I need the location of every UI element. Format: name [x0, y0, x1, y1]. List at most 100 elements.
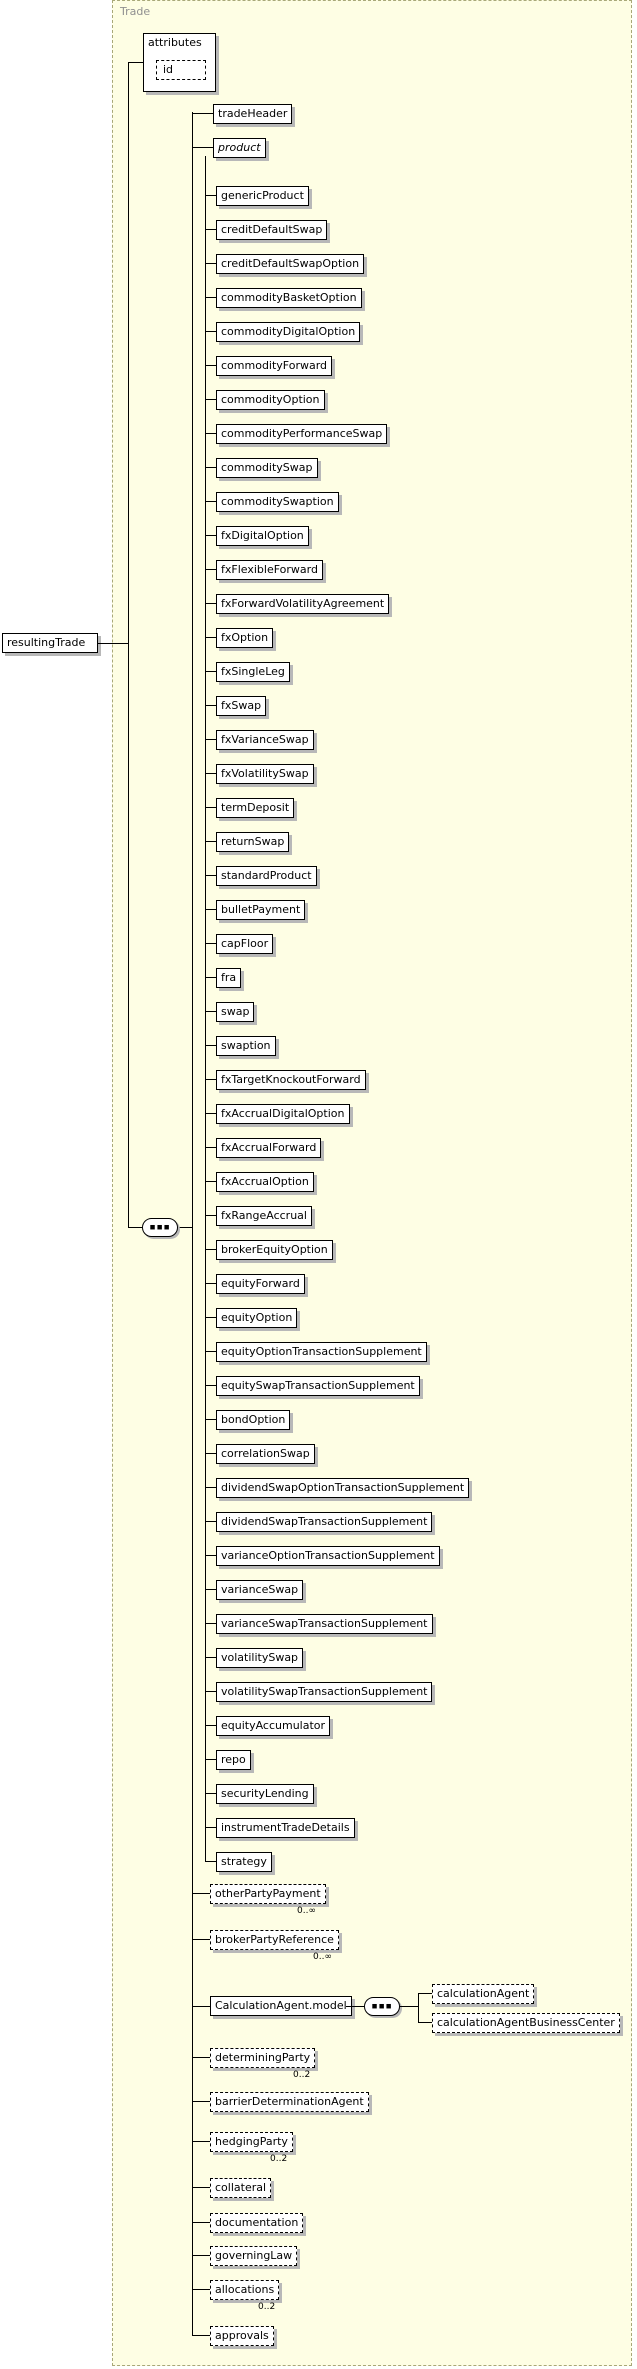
product-fx-swap-label: fxSwap	[221, 699, 262, 712]
element-collateral[interactable]: collateral	[210, 2178, 272, 2198]
product-commodity-digital-option[interactable]: commodityDigitalOption	[216, 322, 361, 342]
product-equity-option-transaction-supplement[interactable]: equityOptionTransactionSupplement	[216, 1342, 427, 1362]
product-cap-floor[interactable]: capFloor	[216, 934, 274, 954]
connector-to-product	[192, 147, 213, 148]
product-commodity-performance-swap[interactable]: commodityPerformanceSwap	[216, 424, 388, 444]
element-determining-party[interactable]: determiningParty	[210, 2048, 316, 2068]
product-fx-option[interactable]: fxOption	[216, 628, 274, 648]
product-fx-variance-swap[interactable]: fxVarianceSwap	[216, 730, 314, 750]
product-fx-single-leg[interactable]: fxSingleLeg	[216, 662, 290, 682]
product-return-swap[interactable]: returnSwap	[216, 832, 290, 852]
element-connector	[192, 2187, 210, 2188]
product-standard-product[interactable]: standardProduct	[216, 866, 317, 886]
product-fx-flexible-forward[interactable]: fxFlexibleForward	[216, 560, 323, 580]
product-variance-swap-transaction-supplement[interactable]: varianceSwapTransactionSupplement	[216, 1614, 433, 1634]
choice-calculation-agent[interactable]: calculationAgent	[432, 1984, 535, 2004]
element-determining-party-label: determiningParty	[215, 2051, 311, 2064]
product-variance-swap[interactable]: varianceSwap	[216, 1580, 304, 1600]
product-swap[interactable]: swap	[216, 1002, 255, 1022]
product-fx-digital-option[interactable]: fxDigitalOption	[216, 526, 309, 546]
product-security-lending[interactable]: securityLending	[216, 1784, 314, 1804]
product-equity-option-transaction-supplement-label: equityOptionTransactionSupplement	[221, 1345, 422, 1358]
product-instrument-trade-details[interactable]: instrumentTradeDetails	[216, 1818, 355, 1838]
product-fx-range-accrual[interactable]: fxRangeAccrual	[216, 1206, 312, 1226]
product-connector	[205, 1011, 216, 1012]
product-fra[interactable]: fra	[216, 968, 242, 988]
product-broker-equity-option[interactable]: brokerEquityOption	[216, 1240, 333, 1260]
product-connector	[205, 229, 216, 230]
product-commodity-basket-option[interactable]: commodityBasketOption	[216, 288, 362, 308]
product-repo[interactable]: repo	[216, 1750, 251, 1770]
element-governing-law[interactable]: governingLaw	[210, 2246, 298, 2266]
product-commodity-forward[interactable]: commodityForward	[216, 356, 333, 376]
calculation-agent-model-label: CalculationAgent.model	[215, 1999, 347, 2012]
element-hedging-party[interactable]: hedgingParty	[210, 2132, 293, 2152]
product-connector	[205, 569, 216, 570]
product-equity-swap-transaction-supplement[interactable]: equitySwapTransactionSupplement	[216, 1376, 420, 1396]
product-credit-default-swap-label: creditDefaultSwap	[221, 223, 323, 236]
product-connector	[205, 1487, 216, 1488]
product-fra-label: fra	[221, 971, 237, 984]
product-fx-target-knockout-forward[interactable]: fxTargetKnockoutForward	[216, 1070, 366, 1090]
product-credit-default-swap[interactable]: creditDefaultSwap	[216, 220, 328, 240]
product-bullet-payment[interactable]: bulletPayment	[216, 900, 306, 920]
product-commodity-swaption[interactable]: commoditySwaption	[216, 492, 339, 512]
product-credit-default-swap-option[interactable]: creditDefaultSwapOption	[216, 254, 365, 274]
root-element-resulting-trade[interactable]: resultingTrade	[2, 633, 98, 653]
product-fx-swap[interactable]: fxSwap	[216, 696, 267, 716]
product-fx-accrual-digital-option[interactable]: fxAccrualDigitalOption	[216, 1104, 350, 1124]
product-connector	[205, 535, 216, 536]
product-connector	[205, 501, 216, 502]
element-barrier-determination-agent[interactable]: barrierDeterminationAgent	[210, 2092, 369, 2112]
product-substitution-spine	[205, 156, 206, 1862]
product-commodity-swap[interactable]: commoditySwap	[216, 458, 318, 478]
product-fx-accrual-digital-option-label: fxAccrualDigitalOption	[221, 1107, 345, 1120]
product-fx-option-label: fxOption	[221, 631, 269, 644]
product-term-deposit[interactable]: termDeposit	[216, 798, 295, 818]
product-swaption[interactable]: swaption	[216, 1036, 276, 1056]
product-connector	[205, 1079, 216, 1080]
element-allocations[interactable]: allocations	[210, 2280, 280, 2300]
multiplicity-hedging-party: 0..2	[270, 2154, 288, 2164]
product-volatility-swap[interactable]: volatilitySwap	[216, 1648, 304, 1668]
product-commodity-performance-swap-label: commodityPerformanceSwap	[221, 427, 383, 440]
product-equity-forward[interactable]: equityForward	[216, 1274, 305, 1294]
element-approvals[interactable]: approvals	[210, 2326, 274, 2346]
product-connector	[205, 875, 216, 876]
product-dividend-swap-transaction-supplement-label: dividendSwapTransactionSupplement	[221, 1515, 428, 1528]
element-other-party-payment[interactable]: otherPartyPayment	[210, 1884, 326, 1904]
attribute-id[interactable]: id	[156, 60, 206, 80]
product-cap-floor-label: capFloor	[221, 937, 269, 950]
product-dividend-swap-transaction-supplement[interactable]: dividendSwapTransactionSupplement	[216, 1512, 433, 1532]
element-broker-party-reference[interactable]: brokerPartyReference	[210, 1930, 339, 1950]
element-product-group[interactable]: product	[213, 138, 266, 158]
product-fx-flexible-forward-label: fxFlexibleForward	[221, 563, 318, 576]
product-equity-accumulator[interactable]: equityAccumulator	[216, 1716, 331, 1736]
product-strategy[interactable]: strategy	[216, 1852, 272, 1872]
product-connector	[205, 1453, 216, 1454]
element-documentation[interactable]: documentation	[210, 2213, 304, 2233]
product-connector	[205, 1521, 216, 1522]
product-variance-option-transaction-supplement-label: varianceOptionTransactionSupplement	[221, 1549, 435, 1562]
product-equity-option[interactable]: equityOption	[216, 1308, 298, 1328]
product-generic-product[interactable]: genericProduct	[216, 186, 309, 206]
element-trade-header[interactable]: tradeHeader	[213, 104, 293, 124]
product-volatility-swap-transaction-supplement[interactable]: volatilitySwapTransactionSupplement	[216, 1682, 433, 1702]
element-calculation-agent-model[interactable]: CalculationAgent.model	[210, 1996, 352, 2016]
product-equity-accumulator-label: equityAccumulator	[221, 1719, 326, 1732]
product-connector	[205, 1283, 216, 1284]
product-variance-option-transaction-supplement[interactable]: varianceOptionTransactionSupplement	[216, 1546, 440, 1566]
product-connector	[205, 603, 216, 604]
choice-calculation-agent-business-center[interactable]: calculationAgentBusinessCenter	[432, 2013, 620, 2033]
product-fx-forward-volatility-agreement[interactable]: fxForwardVolatilityAgreement	[216, 594, 390, 614]
product-dividend-swap-option-transaction-supplement[interactable]: dividendSwapOptionTransactionSupplement	[216, 1478, 470, 1498]
element-connector	[192, 2289, 210, 2290]
product-fx-volatility-swap[interactable]: fxVolatilitySwap	[216, 764, 314, 784]
product-connector	[205, 195, 216, 196]
product-bond-option[interactable]: bondOption	[216, 1410, 291, 1430]
product-swap-label: swap	[221, 1005, 250, 1018]
product-fx-accrual-option[interactable]: fxAccrualOption	[216, 1172, 314, 1192]
product-correlation-swap[interactable]: correlationSwap	[216, 1444, 315, 1464]
product-commodity-option[interactable]: commodityOption	[216, 390, 325, 410]
product-fx-accrual-forward[interactable]: fxAccrualForward	[216, 1138, 322, 1158]
